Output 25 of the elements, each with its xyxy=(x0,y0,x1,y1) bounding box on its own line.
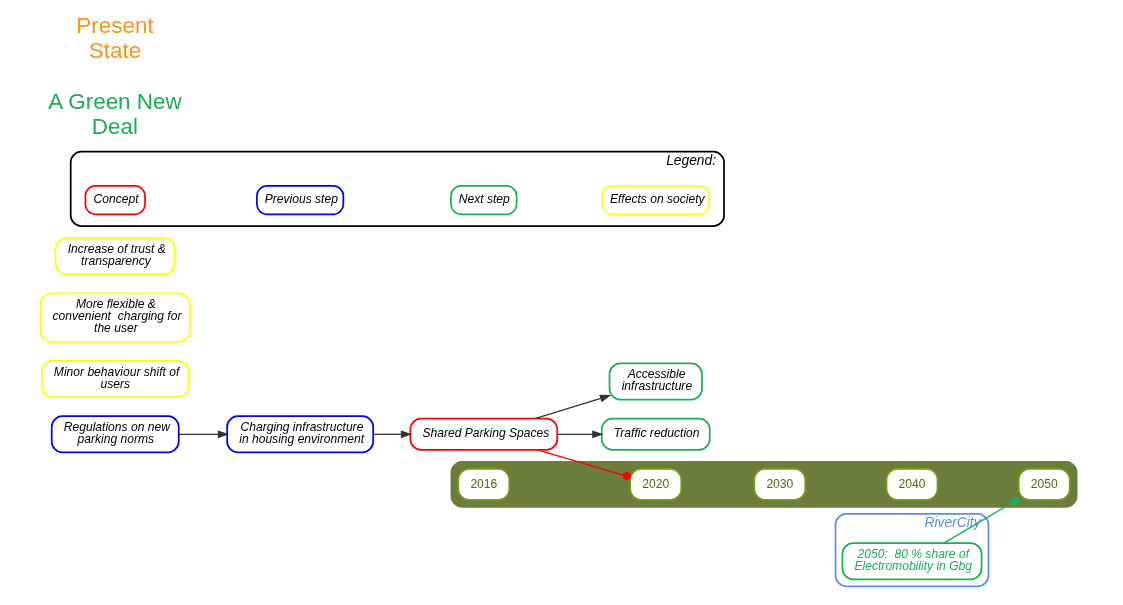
node-box: 2050 xyxy=(1017,468,1071,501)
legend-label: Previous step xyxy=(264,191,338,206)
label: A Green New Deal xyxy=(47,89,182,140)
legend-label: Effects on society xyxy=(609,191,705,206)
node-box: 2020 xyxy=(628,468,682,501)
arrow xyxy=(177,430,229,439)
node-box: Charging infrastructure in housing environment xyxy=(225,415,374,454)
node-box: Shared Parking Spaces xyxy=(408,417,558,451)
node-box: 2030 xyxy=(752,468,806,501)
node-box: Traffic reduction xyxy=(600,417,711,451)
node-box: 2016 xyxy=(456,468,510,501)
node-box: Regulations on new parking norms xyxy=(50,415,180,454)
node-box: 2050: 80 % share of Electromobility in Gbg xyxy=(841,542,982,581)
label: Present State xyxy=(75,13,154,64)
arrow xyxy=(533,394,611,420)
arrow xyxy=(556,430,603,439)
arrow xyxy=(372,430,412,439)
node-box: Increase of trust & transparency xyxy=(54,237,176,276)
legend-label: Concept xyxy=(93,191,139,206)
connector xyxy=(942,496,1019,544)
node-box: More flexible & convenient charging for the user xyxy=(39,292,191,343)
legend-label: Next step xyxy=(458,191,510,206)
node-box: Accessible infrastructure xyxy=(608,362,703,401)
node-box: 2040 xyxy=(885,468,938,501)
node-box: Minor behaviour shift of users xyxy=(40,359,190,398)
